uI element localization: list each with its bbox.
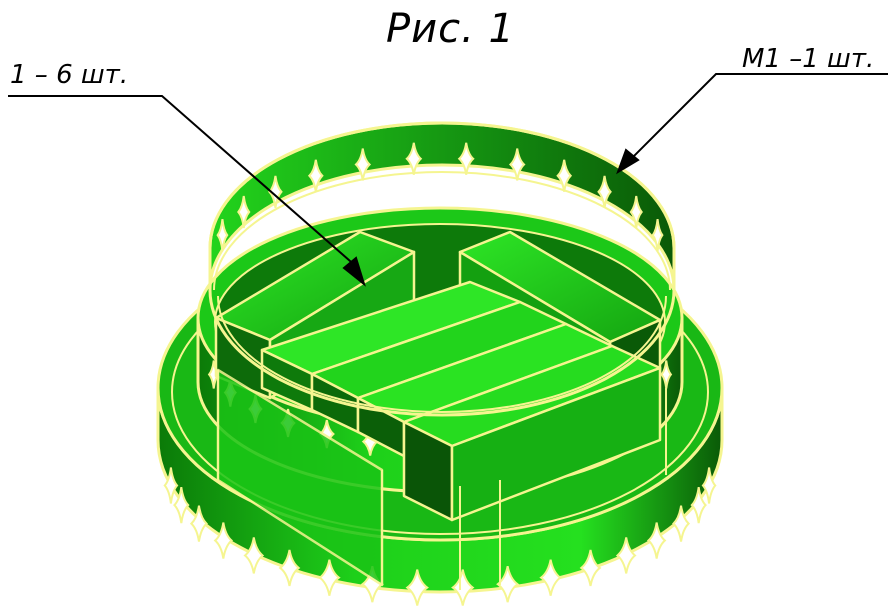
leaders (8, 73, 888, 287)
leader-arrow-part-1 (342, 256, 366, 287)
perforation-hole (268, 175, 283, 208)
perforation-hole (189, 505, 208, 542)
ring-perforations (216, 142, 664, 252)
perforation-hole (216, 218, 229, 252)
perforation-hole (236, 195, 251, 229)
perforation-hole (318, 559, 341, 596)
figure-title: Рис. 1 (386, 6, 515, 52)
perforation-hole (539, 559, 562, 596)
perforation-hole (457, 142, 475, 175)
perforation-hole (629, 195, 644, 229)
perforation-hole (496, 566, 520, 603)
callout-part-m1: М1 –1 шт. (742, 44, 875, 74)
leader-part-1 (8, 95, 359, 269)
perforation-hole (556, 159, 573, 192)
perforation-hole (163, 467, 179, 504)
perforation-hole (690, 486, 707, 524)
perforation-hole (243, 537, 265, 574)
bars-part-1 (214, 230, 662, 587)
perforation-hole (508, 148, 526, 181)
perforation-hole (213, 522, 234, 559)
perforation-hole (597, 175, 612, 208)
perforation-hole (173, 486, 190, 524)
leader-part-m1 (629, 73, 888, 161)
perforation-hole (405, 142, 423, 175)
construction-lines (217, 370, 667, 590)
perforation-hole (615, 537, 637, 574)
leader-arrow-part-m1 (616, 148, 640, 175)
perforation-hole (646, 522, 667, 559)
perforation-hole (701, 467, 717, 504)
perforation-hole (307, 159, 324, 192)
perforation-hole (672, 505, 691, 542)
perforation-hole (405, 569, 429, 606)
perforation-hole (354, 148, 372, 181)
base-perforations (163, 467, 717, 606)
perforation-hole (579, 549, 602, 587)
perforation-hole (278, 549, 301, 587)
ring-m1 (208, 121, 676, 417)
callout-part-1: 1 – 6 шт. (10, 60, 129, 90)
perforation-hole (451, 569, 475, 606)
perforation-hole (651, 218, 664, 252)
